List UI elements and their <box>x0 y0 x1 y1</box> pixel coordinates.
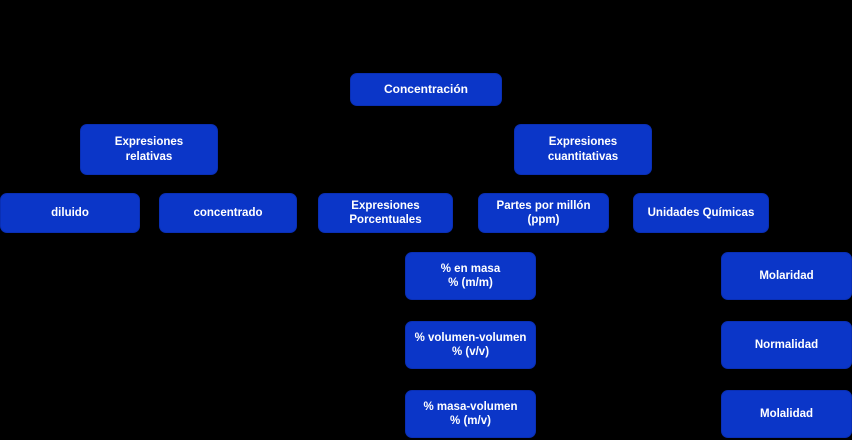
node-molalidad: Molalidad <box>721 390 852 438</box>
node-expresiones-porcentuales: Expresiones Porcentuales <box>318 193 453 233</box>
node-expresiones-relativas: Expresiones relativas <box>80 124 218 175</box>
node-diluido: diluido <box>0 193 140 233</box>
node-expresiones-cuantitativas: Expresiones cuantitativas <box>514 124 652 175</box>
node-concentrado: concentrado <box>159 193 297 233</box>
node-normalidad: Normalidad <box>721 321 852 369</box>
node-porcentaje-masa-volumen: % masa-volumen % (m/v) <box>405 390 536 438</box>
node-partes-por-millon: Partes por millón (ppm) <box>478 193 609 233</box>
node-molaridad: Molaridad <box>721 252 852 300</box>
node-porcentaje-volumen-volumen: % volumen-volumen % (v/v) <box>405 321 536 369</box>
node-porcentaje-masa: % en masa % (m/m) <box>405 252 536 300</box>
node-concentracion: Concentración <box>350 73 502 106</box>
node-unidades-quimicas: Unidades Químicas <box>633 193 769 233</box>
